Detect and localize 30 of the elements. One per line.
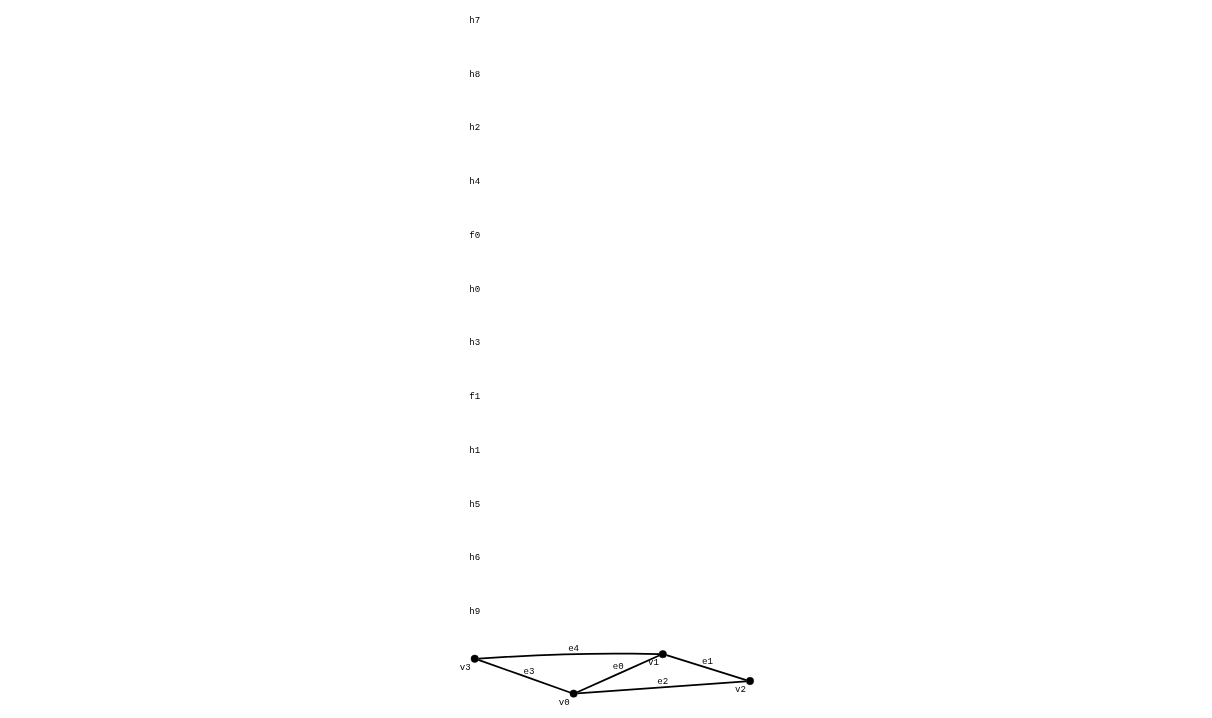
node-circle: [470, 654, 479, 663]
node-label: v3: [459, 661, 471, 673]
node-circle: [569, 689, 578, 698]
label: h0: [468, 283, 480, 295]
label: h4: [468, 176, 480, 188]
label: h7: [468, 14, 480, 26]
edge-label: e0: [612, 660, 624, 672]
label: h1: [468, 444, 480, 456]
node-label: v2: [734, 684, 746, 696]
node-circle: [658, 650, 667, 659]
label: h9: [468, 606, 480, 618]
label: h8: [468, 68, 480, 80]
node-label: v1: [647, 657, 659, 669]
connector: [665, 654, 747, 681]
edge-label: e3: [523, 665, 535, 677]
connector: [576, 680, 747, 695]
node-label: v0: [558, 696, 570, 708]
node-circle: [745, 677, 754, 686]
label: h5: [468, 498, 480, 510]
label: f0: [468, 229, 480, 241]
label: h6: [468, 552, 480, 564]
label: h3: [468, 337, 480, 349]
label: f1: [468, 391, 480, 403]
connector: [575, 654, 660, 694]
edge-label: e4: [567, 643, 579, 655]
label: h2: [468, 122, 480, 134]
edge-label: e1: [701, 656, 713, 668]
connector: [476, 658, 571, 694]
edge-label: e2: [656, 676, 668, 688]
connector: [477, 652, 660, 660]
